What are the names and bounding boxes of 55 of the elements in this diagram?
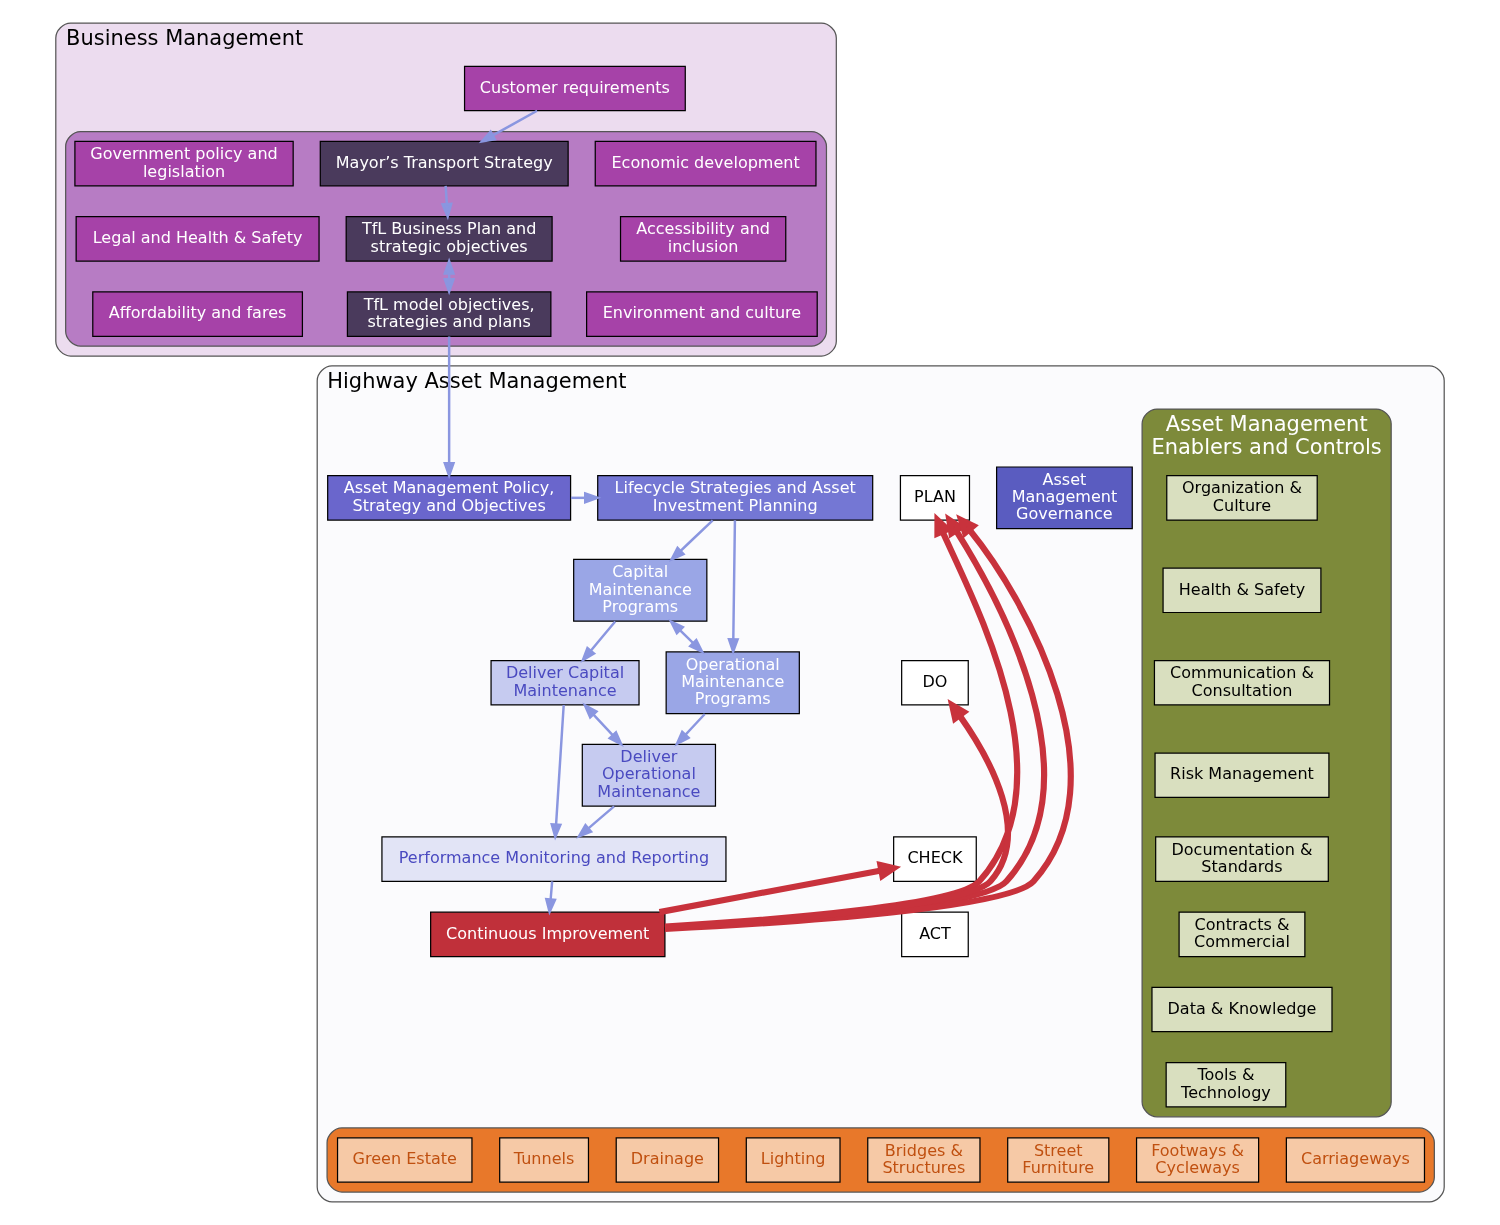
node-box: Economic development bbox=[594, 140, 817, 187]
node-box: DO bbox=[901, 659, 969, 706]
cluster bbox=[326, 1127, 1435, 1193]
arrow bbox=[550, 704, 565, 841]
node-box: Contracts & Commercial bbox=[1178, 911, 1306, 958]
node-box: Lifecycle Strategies and Asset Investment Planning bbox=[597, 475, 874, 521]
node-box: PLAN bbox=[899, 475, 971, 521]
node-box: Tunnels bbox=[499, 1137, 590, 1183]
node-box: Risk Management bbox=[1154, 752, 1330, 799]
node-box: Deliver Operational Maintenance bbox=[581, 743, 717, 807]
arrow bbox=[440, 185, 453, 221]
node-box: Lighting bbox=[745, 1137, 841, 1183]
node-box: Deliver Capital Maintenance bbox=[490, 659, 640, 706]
arrow bbox=[443, 257, 456, 296]
node-box: Asset Management Policy, Strategy and Objectives bbox=[327, 475, 572, 521]
node-box: Accessibility and inclusion bbox=[619, 216, 787, 262]
arrow bbox=[674, 713, 706, 747]
node-box: CHECK bbox=[893, 836, 977, 882]
arrow bbox=[668, 618, 705, 655]
node-box: Drainage bbox=[615, 1137, 720, 1183]
node-box: Green Estate bbox=[336, 1137, 473, 1183]
node-box: Carriageways bbox=[1285, 1137, 1426, 1183]
node-box: Mayor’s Transport Strategy bbox=[319, 140, 569, 187]
node-box: Operational Maintenance Programs bbox=[665, 651, 800, 715]
arrow bbox=[544, 881, 557, 916]
arrow bbox=[478, 109, 538, 144]
arrow bbox=[443, 336, 456, 480]
node-box: Continuous Improvement bbox=[430, 911, 666, 958]
arrow bbox=[664, 699, 1011, 931]
node-box: Asset Management Governance bbox=[996, 466, 1133, 530]
node-box: Footways & Cycleways bbox=[1135, 1137, 1260, 1183]
arrow bbox=[668, 519, 714, 562]
arrow bbox=[580, 620, 617, 664]
node-box: Environment and culture bbox=[586, 291, 818, 337]
node-box: Communication & Consultation bbox=[1153, 659, 1331, 706]
node-box: Organization & Culture bbox=[1166, 475, 1318, 521]
node-box: Street Furniture bbox=[1007, 1137, 1110, 1183]
arrow bbox=[658, 861, 902, 916]
node-box: Health & Safety bbox=[1162, 567, 1322, 614]
node-box: Bridges & Structures bbox=[867, 1137, 981, 1183]
arrow bbox=[576, 805, 615, 839]
node-box: Government policy and legislation bbox=[74, 140, 294, 187]
arrow bbox=[727, 520, 740, 656]
node-box: ACT bbox=[901, 911, 969, 958]
node-box: Capital Maintenance Programs bbox=[573, 558, 708, 622]
node-box: Customer requirements bbox=[463, 65, 686, 112]
arrow bbox=[582, 702, 624, 748]
node-box: TfL model objectives, strategies and plans bbox=[346, 291, 552, 337]
node-box: Tools & Technology bbox=[1165, 1061, 1287, 1108]
node-box: Documentation & Standards bbox=[1155, 836, 1329, 882]
node-box: TfL Business Plan and strategic objectives bbox=[345, 216, 553, 262]
node-box: Data & Knowledge bbox=[1151, 986, 1333, 1033]
node-box: Performance Monitoring and Reporting bbox=[381, 836, 727, 882]
node-box: Affordability and fares bbox=[92, 291, 304, 337]
node-box: Legal and Health & Safety bbox=[75, 216, 320, 262]
